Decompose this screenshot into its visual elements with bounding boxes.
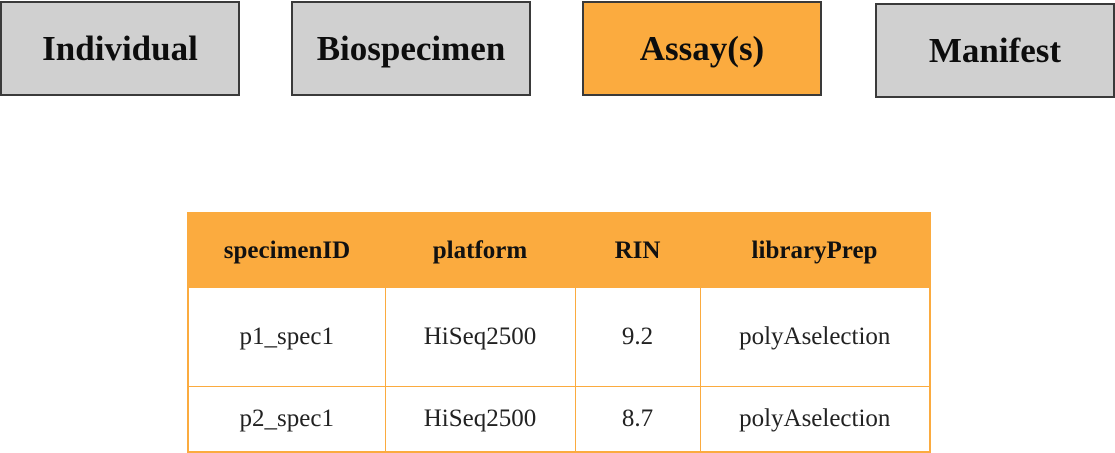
table-cell-platform: HiSeq2500 (384, 386, 576, 453)
tab-biospecimen[interactable]: Biospecimen (291, 1, 531, 96)
tab-assays[interactable]: Assay(s) (582, 1, 822, 96)
table-cell-libraryprep: polyAselection (699, 386, 931, 453)
column-header-rin: RIN (575, 213, 700, 288)
table-cell-rin: 8.7 (574, 386, 701, 453)
tab-manifest[interactable]: Manifest (875, 3, 1115, 98)
table-row: p1_spec1 HiSeq2500 9.2 polyAselection (187, 287, 931, 387)
column-header-platform: platform (385, 213, 575, 288)
tab-individual[interactable]: Individual (0, 1, 240, 96)
assay-table: specimenID platform RIN libraryPrep p1_s… (187, 212, 931, 453)
column-header-libraryprep: libraryPrep (700, 213, 930, 288)
table-header-row: specimenID platform RIN libraryPrep (188, 213, 930, 288)
table-cell-specimenid: p2_spec1 (187, 386, 386, 453)
table-cell-platform: HiSeq2500 (384, 287, 576, 387)
column-header-specimenid: specimenID (188, 213, 385, 288)
table-cell-rin: 9.2 (574, 287, 701, 387)
table-cell-libraryprep: polyAselection (699, 287, 931, 387)
table-cell-specimenid: p1_spec1 (187, 287, 386, 387)
table-row: p2_spec1 HiSeq2500 8.7 polyAselection (187, 386, 931, 453)
